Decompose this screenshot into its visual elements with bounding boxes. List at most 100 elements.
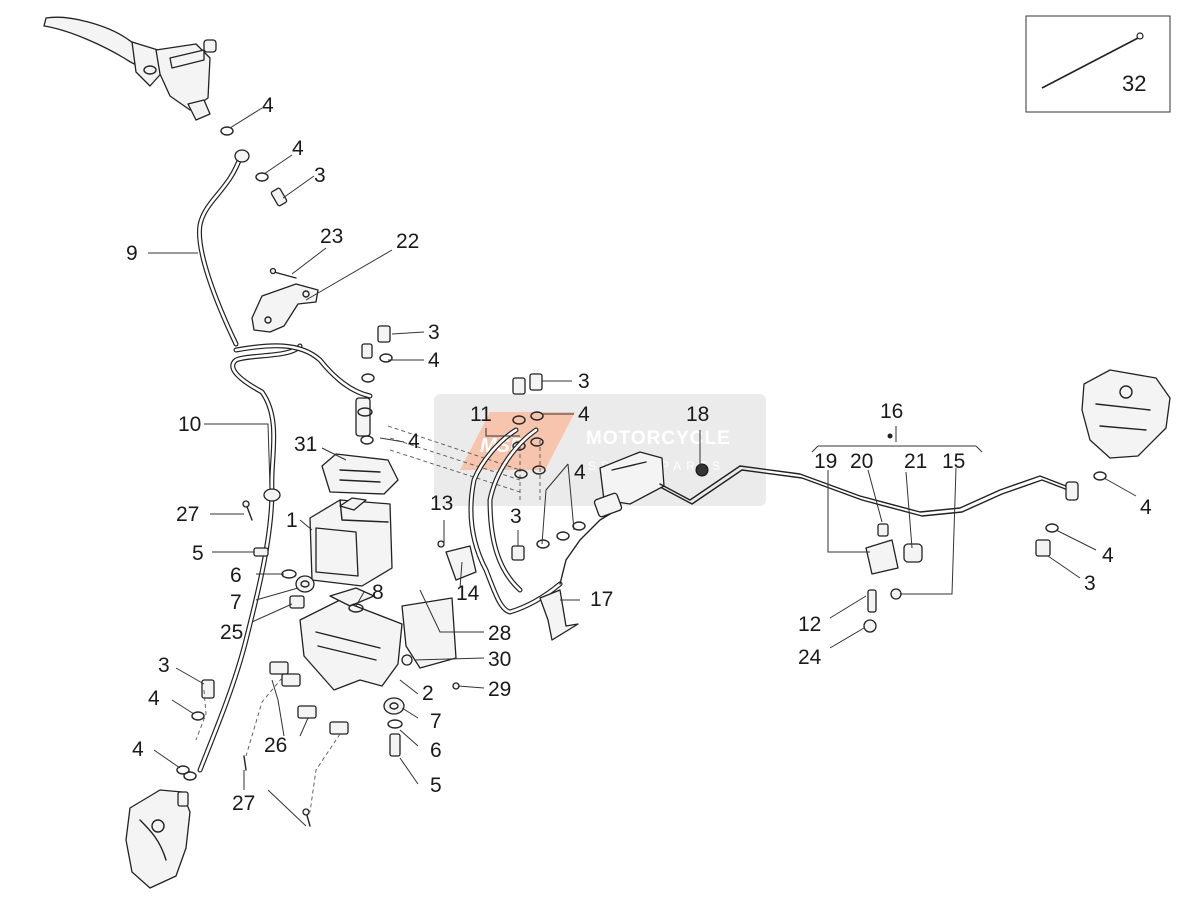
washer-4b bbox=[255, 172, 269, 182]
callout-24: 24 bbox=[798, 646, 822, 669]
callout-15: 15 bbox=[942, 450, 965, 473]
callout-4j: 4 bbox=[132, 738, 144, 761]
callout-31: 31 bbox=[294, 433, 317, 456]
callout-1: 1 bbox=[286, 509, 298, 532]
stud-12 bbox=[867, 589, 877, 613]
callout-17: 17 bbox=[590, 588, 613, 611]
callout-10: 10 bbox=[178, 413, 201, 436]
washer-4f-b bbox=[556, 531, 570, 541]
callout-4g: 4 bbox=[1140, 496, 1152, 519]
rear-caliper bbox=[1065, 369, 1171, 501]
nut-30 bbox=[401, 654, 413, 666]
washer-4c bbox=[379, 353, 393, 363]
callout-3d: 3 bbox=[1084, 572, 1096, 595]
abs-bracket-2 bbox=[299, 587, 403, 691]
leader-lines bbox=[148, 107, 1137, 827]
rear-master-cylinder bbox=[593, 451, 665, 518]
nut-18 bbox=[695, 463, 709, 477]
washer-4e-d bbox=[532, 465, 546, 475]
callout-2: 2 bbox=[422, 682, 434, 705]
callout-11: 11 bbox=[470, 403, 492, 426]
watermark-line1: MOTORCYCLE bbox=[586, 428, 731, 449]
bolt-3f bbox=[201, 679, 215, 699]
washer-4a bbox=[220, 126, 234, 136]
washer-4f-a bbox=[536, 539, 550, 549]
callout-3f: 3 bbox=[158, 654, 170, 677]
callout-32: 32 bbox=[1122, 71, 1146, 96]
cover-28 bbox=[401, 597, 457, 669]
nut-24 bbox=[863, 619, 877, 633]
clip-26c bbox=[297, 705, 317, 719]
callout-20: 20 bbox=[850, 450, 873, 473]
bracket-14 bbox=[445, 545, 477, 581]
bolt-3b2 bbox=[361, 343, 373, 359]
callout-18: 18 bbox=[686, 403, 709, 426]
inset-box: 32 bbox=[1025, 15, 1171, 113]
callout-12: 12 bbox=[798, 613, 821, 636]
callout-4c: 4 bbox=[428, 349, 440, 372]
clip-26b bbox=[281, 673, 301, 687]
callout-3a: 3 bbox=[314, 164, 326, 187]
callout-28: 28 bbox=[488, 622, 511, 645]
grommet-7b bbox=[383, 697, 405, 715]
callout-21: 21 bbox=[904, 450, 927, 473]
clip-26a bbox=[269, 661, 289, 675]
washer-4g bbox=[1093, 471, 1107, 481]
callout-4h: 4 bbox=[1102, 544, 1114, 567]
bolt-3c-left bbox=[512, 377, 526, 395]
callout-labels: 4 4 3 9 23 22 3 4 10 3 11 4 18 31 4 4 16… bbox=[126, 94, 1152, 815]
bolt-3e bbox=[511, 545, 525, 561]
callout-27b: 27 bbox=[232, 792, 255, 815]
grommet-7a bbox=[295, 575, 315, 593]
bolt-5a bbox=[253, 547, 269, 557]
abs-unit-1 bbox=[309, 497, 393, 587]
bracket-17 bbox=[539, 589, 579, 641]
hose-9 bbox=[196, 149, 250, 347]
callout-4b: 4 bbox=[292, 137, 304, 160]
washer-4d-b bbox=[530, 411, 544, 421]
callout-16: 16 bbox=[880, 400, 903, 423]
bolt-5b bbox=[389, 733, 401, 757]
washer-4e-b bbox=[530, 437, 544, 447]
washer-6a bbox=[281, 569, 297, 579]
callout-26: 26 bbox=[264, 734, 287, 757]
washer-4i bbox=[191, 711, 205, 721]
clip-26d bbox=[329, 721, 349, 735]
callout-13: 13 bbox=[430, 492, 453, 515]
callout-7a: 7 bbox=[230, 591, 242, 614]
washer-4d-a bbox=[512, 415, 526, 425]
washer-4e-c bbox=[514, 469, 528, 479]
callout-5b: 5 bbox=[430, 774, 442, 797]
callout-4e: 4 bbox=[574, 461, 586, 484]
bracket-19 bbox=[865, 539, 899, 575]
bolt-3b bbox=[377, 325, 391, 343]
callout-29: 29 bbox=[488, 678, 511, 701]
bolt-3d bbox=[1035, 539, 1051, 557]
callout-30: 30 bbox=[488, 648, 511, 671]
callout-4d: 4 bbox=[578, 403, 590, 426]
hose-10 bbox=[197, 343, 373, 773]
callout-4a: 4 bbox=[262, 94, 274, 117]
grommet-21 bbox=[903, 543, 923, 563]
callout-14: 14 bbox=[456, 582, 480, 605]
callout-3c: 3 bbox=[578, 370, 590, 393]
callout-25: 25 bbox=[220, 621, 243, 644]
callout-5a: 5 bbox=[192, 542, 204, 565]
washer-8 bbox=[348, 603, 364, 613]
screw-27b bbox=[243, 755, 247, 771]
washer-6b bbox=[387, 719, 403, 729]
front-caliper-left bbox=[125, 771, 197, 889]
callout-3b: 3 bbox=[428, 321, 440, 344]
screw-23 bbox=[269, 267, 297, 279]
bolt-3a bbox=[270, 187, 288, 207]
watermark-logo: MSP MOTORCYCLE SPARE PARTS bbox=[434, 394, 766, 506]
washer-4h bbox=[1045, 523, 1059, 533]
callout-4f: 4 bbox=[408, 430, 420, 453]
washer-4c2 bbox=[361, 373, 375, 383]
screw-13 bbox=[437, 540, 445, 548]
rear-brake-pipes bbox=[468, 427, 1069, 615]
callout-7b: 7 bbox=[430, 710, 442, 733]
washer-4f-c bbox=[572, 521, 586, 531]
